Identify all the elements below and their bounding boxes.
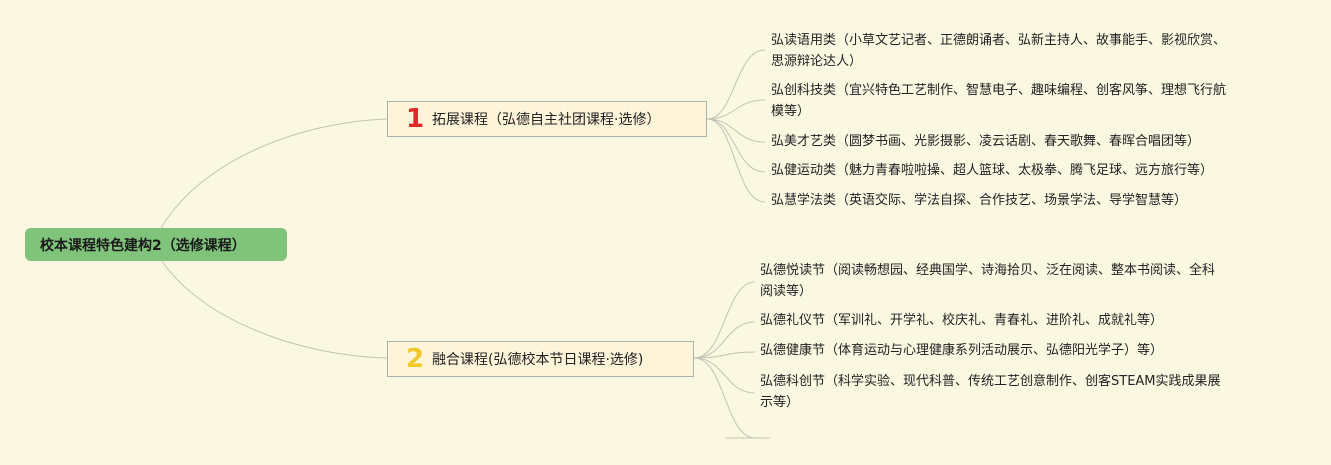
leaf-node[interactable]: 弘德悦读节（阅读畅想园、经典国学、诗海拾贝、泛在阅读、整本书阅读、全科 阅读等） <box>760 260 1215 302</box>
connector-root-branch2 <box>159 257 388 359</box>
leaf-node[interactable]: 弘慧学法类（英语交际、学法自探、合作技艺、场景学法、导学智慧等） <box>771 190 1187 211</box>
connector-b2-leaf5 <box>693 357 756 439</box>
leaf-node[interactable]: 弘德礼仪节（军训礼、开学礼、校庆礼、青春礼、进阶礼、成就礼等） <box>760 310 1163 331</box>
root-node[interactable]: 校本课程特色建构2（选修课程） <box>25 228 287 261</box>
leaf-line: 弘德健康节（体育运动与心理健康系列活动展示、弘德阳光学子）等） <box>760 343 1164 358</box>
connector-b1-leaf5 <box>706 118 766 203</box>
leaf-node[interactable]: 弘德科创节（科学实验、现代科普、传统工艺创意制作、创客STEAM实践成果展 示等… <box>760 371 1221 413</box>
leaf-line: 阅读等） <box>760 284 813 299</box>
leaf-line: 模等） <box>771 104 811 119</box>
leaf-line: 示等） <box>760 395 800 410</box>
leaf-line: 弘美才艺类（圆梦书画、光影摄影、凌云话剧、春天歌舞、春晖合唱团等） <box>771 134 1201 149</box>
connector-b2-leaf1 <box>693 281 756 359</box>
leaf-node[interactable]: 弘创科技类（宜兴特色工艺制作、智慧电子、趣味编程、创客风筝、理想飞行航 模等） <box>771 80 1226 122</box>
leaf-node[interactable]: 弘健运动类（魅力青春啦啦操、超人篮球、太极拳、腾飞足球、远方旅行等） <box>771 160 1213 181</box>
number-1-icon: 1 <box>405 104 425 134</box>
leaf-line: 弘德悦读节（阅读畅想园、经典国学、诗海拾贝、泛在阅读、整本书阅读、全科 <box>760 263 1216 278</box>
connector-b2-leaf2 <box>693 321 756 359</box>
connector-b1-leaf3 <box>706 118 766 143</box>
leaf-line: 弘德礼仪节（军训礼、开学礼、校庆礼、青春礼、进阶礼、成就礼等） <box>760 313 1164 328</box>
connector-b2-leaf3 <box>693 351 756 359</box>
connector-b1-leaf2 <box>706 99 766 120</box>
branch-node-extension-courses[interactable]: 1 拓展课程（弘德自主社团课程·选修） <box>387 101 707 137</box>
leaf-node[interactable]: 弘德健康节（体育运动与心理健康系列活动展示、弘德阳光学子）等） <box>760 340 1163 361</box>
leaf-line: 弘慧学法类（英语交际、学法自探、合作技艺、场景学法、导学智慧等） <box>771 193 1188 208</box>
leaf-line: 思源辩论达人） <box>771 54 863 69</box>
leaf-line: 弘德科创节（科学实验、现代科普、传统工艺创意制作、创客STEAM实践成果展 <box>760 374 1221 389</box>
leaf-node[interactable]: 弘读语用类（小草文艺记者、正德朗诵者、弘新主持人、故事能手、影视欣赏、 思源辩论… <box>771 30 1226 72</box>
number-2-icon: 2 <box>405 344 425 374</box>
connector-b1-leaf1 <box>706 49 766 120</box>
branch-label: 融合课程(弘德校本节日课程·选修) <box>432 352 644 368</box>
leaf-line: 弘创科技类（宜兴特色工艺制作、智慧电子、趣味编程、创客风筝、理想飞行航 <box>771 83 1227 98</box>
connector-b1-leaf4 <box>706 118 766 173</box>
connector-root-branch1 <box>159 118 388 231</box>
connector-b2-leaf4 <box>693 357 756 394</box>
root-label: 校本课程特色建构2（选修课程） <box>40 237 246 254</box>
leaf-line: 弘健运动类（魅力青春啦啦操、超人篮球、太极拳、腾飞足球、远方旅行等） <box>771 163 1214 178</box>
branch-label: 拓展课程（弘德自主社团课程·选修） <box>432 112 661 128</box>
leaf-line: 弘读语用类（小草文艺记者、正德朗诵者、弘新主持人、故事能手、影视欣赏、 <box>771 33 1227 48</box>
branch-node-fusion-courses[interactable]: 2 融合课程(弘德校本节日课程·选修) <box>387 341 694 377</box>
leaf-node[interactable]: 弘美才艺类（圆梦书画、光影摄影、凌云话剧、春天歌舞、春晖合唱团等） <box>771 131 1200 152</box>
